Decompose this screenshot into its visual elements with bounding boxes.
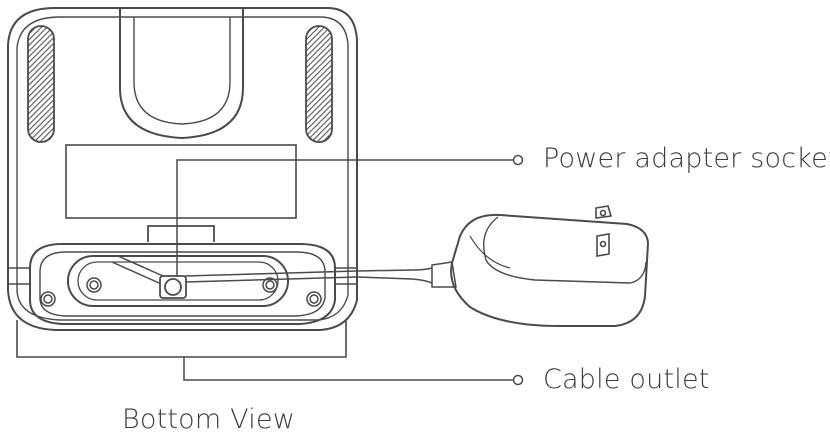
power-adapter (450, 213, 650, 327)
view-caption: Bottom View (122, 404, 296, 435)
socket-plug (159, 275, 187, 299)
base-stand (16, 320, 347, 358)
right-vent (305, 25, 333, 143)
tray-screws (40, 277, 322, 307)
side-notches (8, 267, 357, 285)
power-adapter-socket-label: Power adapter socket (543, 143, 830, 174)
handle-recess (119, 8, 244, 140)
cable-tray (29, 243, 336, 325)
base-body (7, 7, 358, 331)
label-plate (65, 144, 297, 219)
left-vent (27, 25, 55, 143)
tray-tab (147, 225, 215, 242)
leader-cable-outlet (183, 357, 524, 386)
external-cable (356, 261, 457, 288)
cable-in-tray (111, 255, 358, 288)
leader-socket (176, 154, 524, 276)
cable-outlet-label: Cable outlet (543, 364, 710, 395)
adapter-prongs (595, 205, 613, 257)
